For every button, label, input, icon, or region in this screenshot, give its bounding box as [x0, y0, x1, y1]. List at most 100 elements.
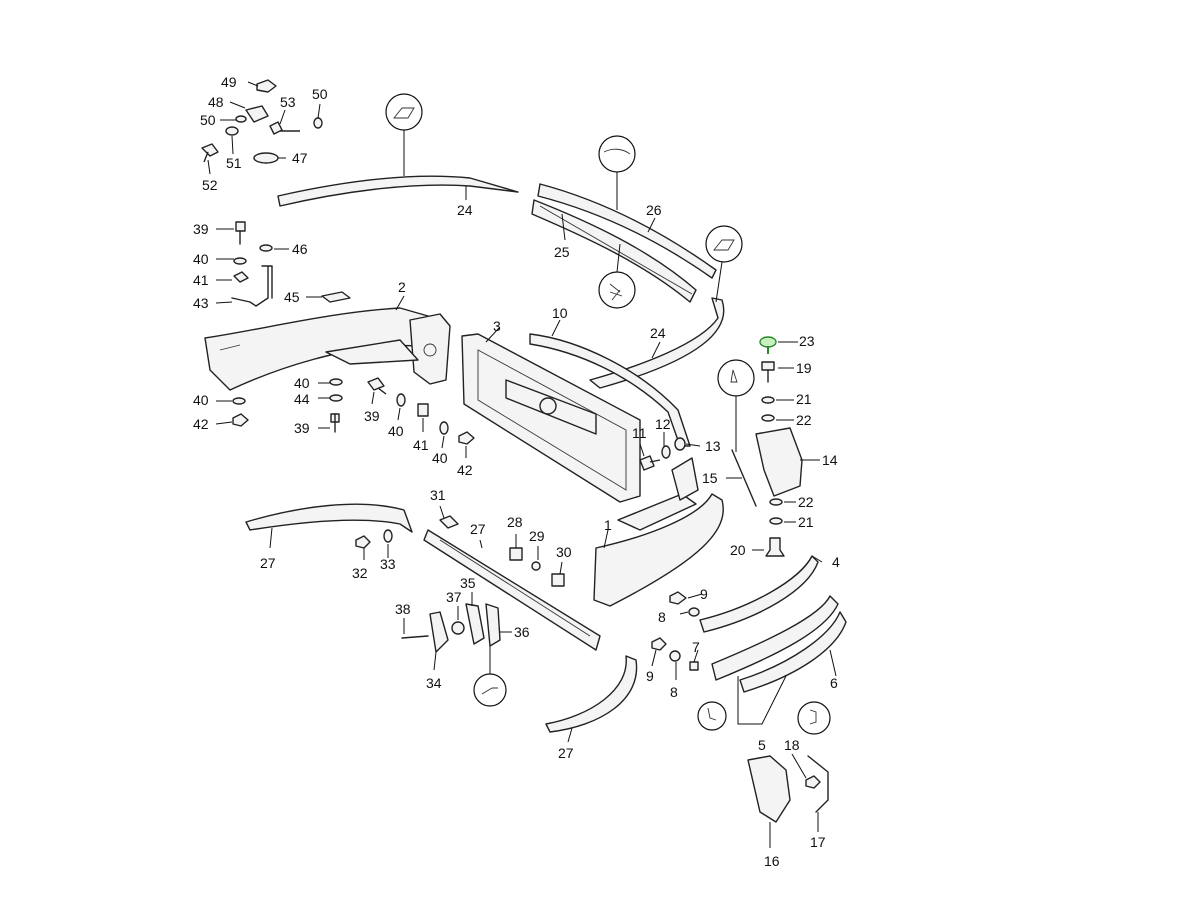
callout-41-a: 41	[193, 272, 209, 288]
hardware-8-9-right	[651, 591, 703, 680]
callout-30: 30	[556, 544, 572, 560]
part-27-strips	[245, 503, 638, 743]
callout-32: 32	[352, 565, 368, 581]
callout-33: 33	[380, 556, 396, 572]
callout-40-c: 40	[193, 392, 209, 408]
callout-27-bottom: 27	[558, 745, 574, 761]
parts-4-5-6-strips	[699, 555, 847, 725]
callout-23: 23	[799, 333, 815, 349]
callout-52: 52	[202, 177, 218, 193]
callout-labels: 49 48 50 53 50 51 47 52 24 26 25 39 46 4…	[193, 74, 840, 869]
callout-14: 14	[822, 452, 838, 468]
callout-34: 34	[426, 675, 442, 691]
washer-50b	[313, 117, 323, 129]
clip-left-icon	[707, 707, 717, 721]
callout-35: 35	[460, 575, 476, 591]
callout-1: 1	[604, 517, 612, 533]
callout-10: 10	[552, 305, 568, 321]
callout-31: 31	[430, 487, 446, 503]
detail-badge-clip-left	[697, 701, 727, 731]
callout-7: 7	[692, 639, 700, 655]
callout-21-b: 21	[798, 514, 814, 530]
bracket-48	[245, 105, 269, 123]
callout-25: 25	[554, 244, 570, 260]
callout-13: 13	[705, 438, 721, 454]
rubber-profile-icon	[730, 369, 738, 383]
callout-9-b: 9	[646, 668, 654, 684]
callout-45: 45	[284, 289, 300, 305]
callout-53: 53	[280, 94, 296, 110]
highlighted-part-23	[759, 336, 777, 348]
stud-43	[231, 265, 273, 307]
bolt-head-39	[235, 221, 246, 232]
hardware-34-38	[401, 592, 512, 674]
callout-2: 2	[398, 279, 406, 295]
callout-6: 6	[830, 675, 838, 691]
strip-end-icon-2	[713, 239, 735, 251]
detail-badge-strip-end-2	[705, 225, 743, 263]
nut-49	[256, 79, 277, 93]
callout-50-b: 50	[312, 86, 328, 102]
part-24-trim-strip-top	[277, 128, 519, 207]
washer-50	[235, 115, 247, 123]
detail-badge-clip-bottom	[473, 673, 507, 707]
callout-15: 15	[702, 470, 718, 486]
part-25-26-strips	[531, 172, 717, 303]
nut-41	[233, 271, 249, 283]
callout-46: 46	[292, 241, 308, 257]
callout-49: 49	[221, 74, 237, 90]
plate-45	[321, 291, 351, 303]
strip-end-icon	[393, 107, 415, 119]
callout-40-e: 40	[432, 450, 448, 466]
seal-section-icon	[609, 283, 623, 301]
detail-badge-clip-right	[797, 701, 831, 735]
callout-29: 29	[529, 528, 545, 544]
callout-17: 17	[810, 834, 826, 850]
part-3-centre-panel	[461, 327, 641, 503]
callout-39-c: 39	[364, 408, 380, 424]
callout-40-a: 40	[193, 251, 209, 267]
callout-8-a: 8	[658, 609, 666, 625]
part-1-main-bumper	[593, 457, 724, 607]
callout-12: 12	[655, 416, 671, 432]
callout-38: 38	[395, 601, 411, 617]
callout-3: 3	[493, 318, 501, 334]
callout-51: 51	[226, 155, 242, 171]
callout-41-b: 41	[413, 437, 429, 453]
clip-right-icon	[809, 709, 817, 725]
callout-39-a: 39	[193, 221, 209, 237]
callout-24-top: 24	[457, 202, 473, 218]
washer-51	[225, 126, 239, 136]
detail-badge-seal-profile	[598, 135, 636, 173]
callout-18: 18	[784, 737, 800, 753]
callout-20: 20	[730, 542, 746, 558]
callout-50: 50	[200, 112, 216, 128]
callout-9-a: 9	[700, 586, 708, 602]
callout-22-b: 22	[798, 494, 814, 510]
part-2-bracket	[204, 295, 451, 391]
hardware-cluster-left	[215, 221, 351, 307]
callout-37: 37	[446, 589, 462, 605]
part-24-trim-strip-lower	[589, 261, 725, 389]
callout-4: 4	[832, 554, 840, 570]
callout-21-a: 21	[796, 391, 812, 407]
callout-8-b: 8	[670, 684, 678, 700]
hardware-11-12-13	[639, 432, 701, 471]
callout-40-b: 40	[294, 375, 310, 391]
callout-42-a: 42	[193, 416, 209, 432]
callout-27-mid: 27	[470, 521, 486, 537]
bolt-52	[201, 143, 219, 163]
callout-5: 5	[758, 737, 766, 753]
callout-43: 43	[193, 295, 209, 311]
callout-26: 26	[646, 202, 662, 218]
callout-16: 16	[764, 853, 780, 869]
clip-bottom-icon	[481, 687, 498, 695]
washer-46	[259, 244, 273, 252]
bolt-53	[269, 121, 300, 135]
hardware-28-33	[355, 505, 565, 587]
detail-badge-strip-end	[385, 93, 423, 131]
callout-19: 19	[796, 360, 812, 376]
callout-44: 44	[294, 391, 310, 407]
callout-22-a: 22	[796, 412, 812, 428]
